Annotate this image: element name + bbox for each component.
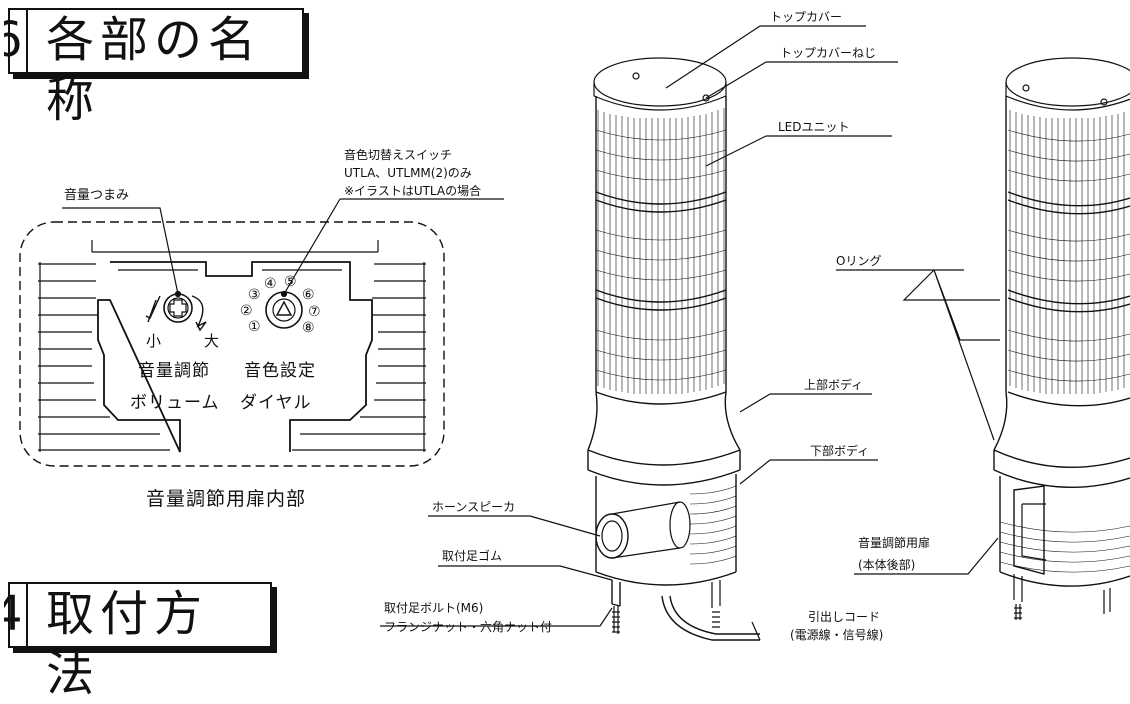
callout-volume-door-line1: 音量調節用扉 (858, 536, 931, 550)
callout-cord-line2: (電源線・信号線) (790, 628, 884, 642)
parts-diagram (19, 25, 1130, 641)
volume-text: ボリューム (130, 393, 220, 413)
tone-setting-text: 音色設定 (244, 361, 316, 381)
tone-switch-label-line3: ※イラストはUTLAの場合 (344, 184, 482, 198)
tone-switch-label-line1: 音色切替えスイッチ (344, 148, 453, 162)
signal-tower-front (587, 57, 760, 641)
callout-o-ring: Oリング (836, 254, 882, 268)
left-grille (38, 262, 170, 452)
callout-horn-speaker: ホーンスピーカ (432, 500, 516, 514)
volume-knob-icon (145, 290, 207, 332)
section-heading-parts: 6 各部の名称 (4, 8, 304, 128)
callout-top-cover-screw: トップカバーねじ (780, 46, 877, 60)
signal-tower-rear (993, 57, 1130, 620)
dial-number-6: ⑥ (302, 287, 316, 303)
callout-foot-rubber: 取付足ゴム (442, 549, 503, 563)
callout-foot-bolt-line1: 取付足ボルト(M6) (384, 601, 484, 615)
section-title: 各部の名称 (46, 12, 263, 128)
callout-lower-body: 下部ボディ (810, 444, 870, 458)
callout-leader-lines (380, 25, 1000, 641)
dial-number-4: ④ (264, 276, 278, 292)
tone-dial-icon (265, 290, 303, 329)
dial-number-1: ① (248, 319, 262, 335)
volume-door-panel (19, 221, 445, 467)
callout-volume-door-line2: (本体後部) (858, 558, 916, 572)
callout-foot-bolt-line2: フランジナット・六角ナット付 (384, 620, 553, 634)
section-number: 6 (4, 10, 28, 72)
volume-adjust-text: 音量調節 (138, 361, 210, 381)
volume-small-mark: 小 (146, 332, 163, 350)
dial-number-8: ⑧ (302, 320, 316, 336)
panel-leader-lines (62, 198, 504, 295)
dial-number-3: ③ (248, 287, 262, 303)
callout-cord-line1: 引出しコード (808, 610, 881, 624)
dial-number-5: ⑤ (284, 274, 298, 290)
callout-led-unit: LEDユニット (778, 120, 850, 134)
tone-switch-label-line2: UTLA、UTLMM(2)のみ (344, 166, 472, 180)
right-grille (292, 262, 426, 452)
callout-top-cover: トップカバー (770, 10, 843, 24)
dial-number-2: ② (240, 303, 254, 319)
callout-upper-body: 上部ボディ (804, 378, 864, 392)
panel-caption: 音量調節用扉内部 (146, 488, 307, 510)
dial-text: ダイヤル (240, 393, 312, 413)
horn-speaker (595, 501, 691, 559)
dial-number-7: ⑦ (308, 304, 322, 320)
volume-large-mark: 大 (204, 332, 221, 350)
volume-knob-label: 音量つまみ (64, 188, 130, 203)
section-number: 4 (4, 584, 28, 646)
